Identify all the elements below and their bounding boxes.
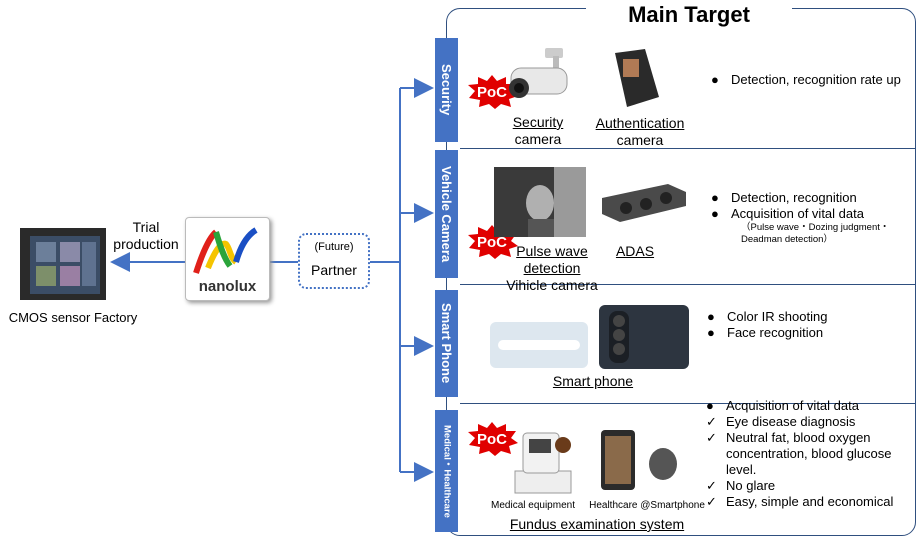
main-target-title: Main Target: [586, 0, 792, 30]
adas-camera-image: [598, 178, 688, 228]
pulse-wave-caption: Pulse wave detection Vihicle camera: [506, 243, 598, 293]
authentication-camera-caption: Authentication camera: [595, 115, 685, 148]
separator-3: [460, 403, 916, 404]
poc-badge-medical: PoC: [466, 422, 518, 456]
category-medical-healthcare: Medical・Healthcare: [435, 410, 458, 532]
adas-caption: ADAS: [615, 243, 655, 259]
partner-bottom-label: Partner: [311, 262, 357, 278]
pulse-wave-camera-image: [494, 167, 586, 237]
nanolux-logo-text: nanolux: [198, 278, 257, 295]
medical-equipment-caption: Medical equipment: [491, 500, 575, 511]
medical-equipment-image: [505, 423, 579, 495]
partner-top-label: (Future): [314, 241, 354, 253]
security-bullets: ●Detection, recognition rate up: [711, 72, 901, 87]
healthcare-smartphone-caption: Healthcare @Smartphone: [589, 500, 705, 511]
poc-badge-security: PoC: [466, 75, 518, 109]
smartphone-back-image: [599, 305, 689, 369]
medical-bullets: ●Acquisition of vital data ✓Eye disease …: [706, 398, 894, 509]
vehicle-bullets: ●Detection, recognition ●Acquisition of …: [711, 190, 915, 246]
authentication-camera-image: [605, 47, 663, 109]
factory-label: CMOS sensor Factory: [8, 310, 138, 325]
fundus-caption: Fundus examination system: [509, 516, 685, 532]
separator-2: [460, 284, 916, 285]
partner-box: (Future) Partner: [298, 233, 370, 289]
trial-label: Trial production: [113, 219, 179, 252]
separator-1: [460, 148, 916, 149]
smartphone-bullets: ●Color IR shooting ●Face recognition: [707, 309, 828, 340]
security-camera-image: [503, 46, 575, 108]
smartphone-caption: Smart phone: [552, 373, 634, 389]
healthcare-smartphone-image: [597, 424, 687, 494]
smartphone-front-image: [490, 322, 588, 368]
vehicle-note: （Pulse wave・Dozing judgment・Deadman dete…: [741, 222, 890, 245]
security-camera-caption: Security camera: [512, 114, 564, 147]
category-security: Security: [435, 38, 458, 142]
category-vehicle-camera: Vehicle Camera: [435, 150, 458, 278]
category-smart-phone: Smart Phone: [435, 290, 458, 397]
nanolux-logo: nanolux: [185, 217, 270, 301]
cmos-wafer-image: [20, 228, 106, 300]
nanolux-logo-mark: [193, 227, 258, 274]
